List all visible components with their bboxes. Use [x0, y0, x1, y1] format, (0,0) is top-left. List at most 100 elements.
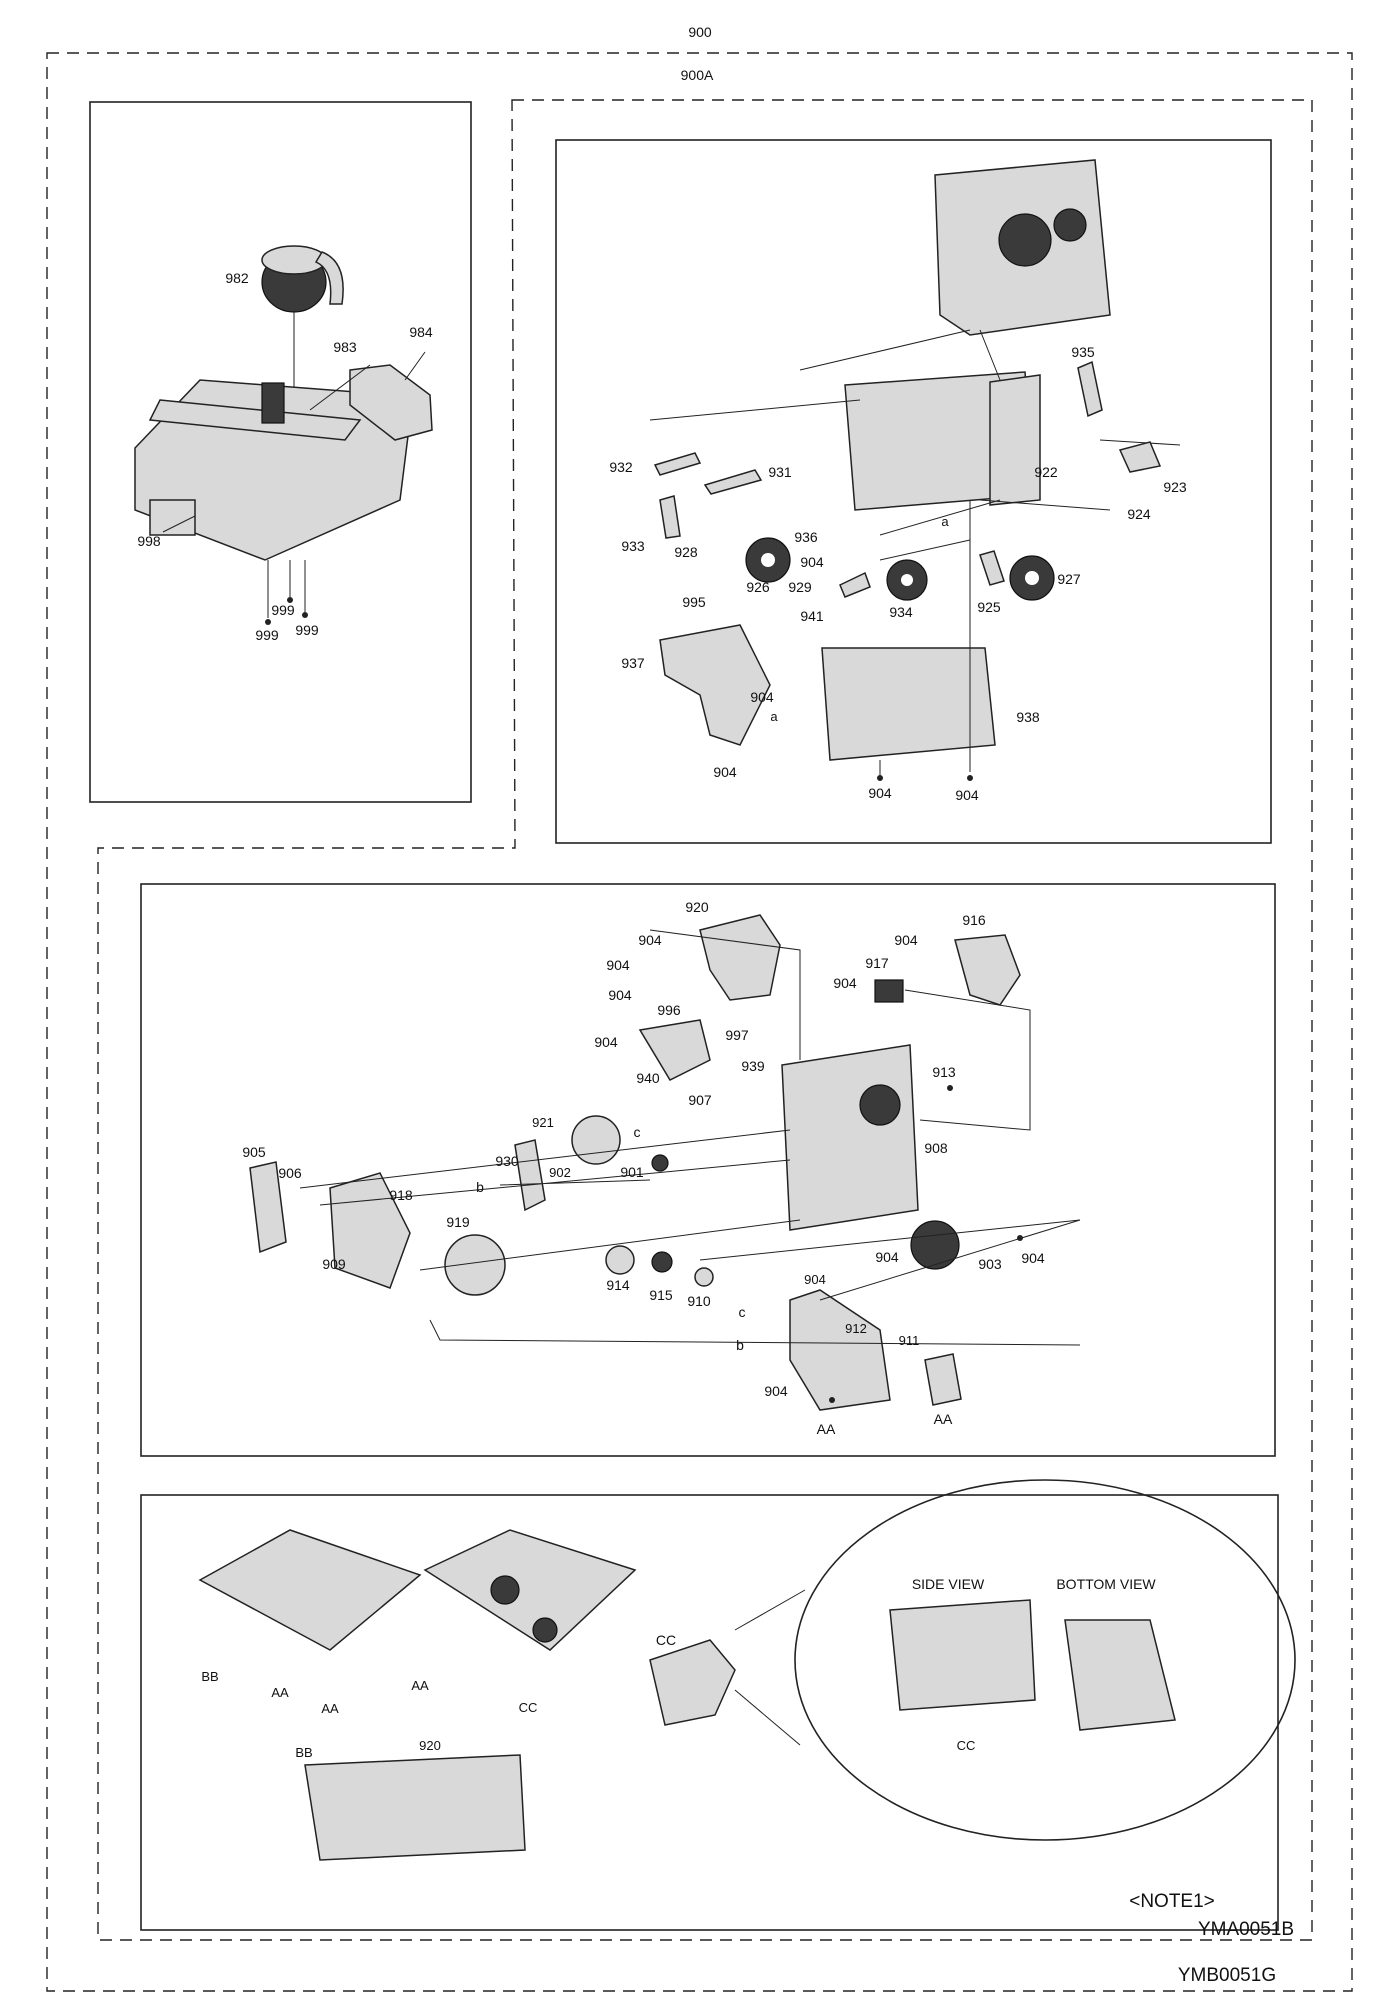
chassis-bottom-view-b	[423, 1529, 637, 1651]
gear-part-915	[694, 1267, 714, 1287]
callout-916: 916	[962, 912, 986, 928]
side-view-detail	[889, 1599, 1036, 1711]
label-side-view: SIDE VIEW	[912, 1576, 985, 1592]
gear-part-934	[886, 559, 928, 601]
holder-part-920	[699, 914, 781, 1001]
screw-marker	[877, 775, 883, 781]
panel-main-chassis	[140, 883, 1276, 1457]
callout-983: 983	[333, 339, 357, 355]
mechanism-unit-part	[934, 159, 1111, 336]
chassis-bottom-view-a	[198, 1529, 422, 1651]
arm-part-913	[638, 1019, 711, 1081]
callout-995: 995	[682, 594, 706, 610]
callout-939: 939	[741, 1058, 765, 1074]
plate-part-912	[789, 1289, 891, 1411]
callout-cc: CC	[957, 1738, 976, 1753]
callout-903: 904	[1021, 1250, 1045, 1266]
callout-923: 923	[1163, 479, 1187, 495]
label-900: 900	[688, 24, 712, 40]
side-frame-view	[304, 1754, 526, 1861]
callout-930: b	[476, 1179, 484, 1195]
screw-marker	[947, 1085, 953, 1091]
callout-929: 929	[788, 579, 812, 595]
callout-904: 904	[713, 764, 737, 780]
arm-part-918	[514, 1139, 546, 1212]
callout-904: 904	[750, 689, 774, 705]
gear-part-927	[1009, 555, 1055, 601]
callout-a: a	[770, 709, 778, 724]
callout-928: 928	[674, 544, 698, 560]
panel-note-views	[140, 1494, 1279, 1931]
callout-909: 914	[606, 1277, 630, 1293]
bracket-part-916	[954, 934, 1021, 1006]
callout-915: 910	[687, 1293, 711, 1309]
callout-904: 904	[638, 932, 662, 948]
callout-982: 982	[225, 270, 249, 286]
screw-marker	[829, 1397, 835, 1403]
callout-998: 998	[137, 533, 161, 549]
callout-935: 935	[1071, 344, 1095, 360]
callout-931: 931	[768, 464, 792, 480]
callout-cc: BB	[295, 1745, 312, 1760]
callout-901: 908	[924, 1140, 948, 1156]
gear-part-908	[444, 1234, 506, 1296]
callout-aa: CC	[519, 1700, 538, 1715]
callout-904: 913	[932, 1064, 956, 1080]
callout-904: 904	[833, 975, 857, 991]
callout-936: 936	[794, 529, 818, 545]
arm-part-931	[703, 469, 763, 495]
labels: 900 900A 982 983 984 998 999 999 999 932…	[137, 24, 1294, 1986]
arm-part-929	[839, 571, 871, 598]
plate-part-937	[659, 624, 771, 746]
loading-frame-part	[844, 371, 1041, 511]
callout-aa: AA	[411, 1678, 429, 1693]
callout-905: 906	[278, 1165, 302, 1181]
callout-aa: 911	[899, 1333, 920, 1348]
callout-927: 927	[1057, 571, 1081, 587]
callout-921: 905	[242, 1144, 266, 1160]
callout-902: 901	[620, 1164, 644, 1180]
callout-904: 904	[608, 987, 632, 1003]
callout-912: 904	[764, 1383, 788, 1399]
doc-code-b: YMB0051G	[1178, 1965, 1276, 1986]
callout-904: AA	[817, 1421, 836, 1437]
callout-941: 941	[800, 608, 824, 624]
callout-a: a	[941, 514, 949, 529]
callout-999: 999	[271, 602, 295, 618]
detail-ellipse	[794, 1479, 1296, 1841]
gear-part-909	[605, 1245, 635, 1275]
screw-marker	[287, 597, 293, 603]
screw-marker	[265, 619, 271, 625]
callout-917: 917	[865, 955, 889, 971]
callout-904: 904	[868, 785, 892, 801]
callout-904: b	[736, 1337, 744, 1353]
arm-part-935	[1077, 360, 1103, 418]
callout-984: 984	[409, 324, 433, 340]
callout-932: 932	[609, 459, 633, 475]
callout-920: CC	[656, 1632, 676, 1648]
callout-aa: AA	[321, 1701, 339, 1716]
callout-926: 926	[746, 579, 770, 595]
callout-914: 915	[649, 1287, 673, 1303]
callout-c: 921	[532, 1115, 554, 1130]
callout-999: 999	[295, 622, 319, 638]
screw-marker	[1017, 1235, 1023, 1241]
doc-code-a: YMA0051B	[1198, 1919, 1294, 1940]
callout-904: c	[739, 1304, 746, 1320]
bracket-part-911	[924, 1353, 962, 1406]
callout-904: 904	[894, 932, 918, 948]
callout-940: 907	[688, 1092, 712, 1108]
callout-918: 930	[495, 1153, 519, 1169]
callout-904: 904	[800, 554, 824, 570]
callout-937: 937	[621, 655, 645, 671]
gear-part-926	[745, 537, 791, 583]
callout-904: 904	[594, 1034, 618, 1050]
gear-part-902	[651, 1154, 669, 1172]
callout-904: 904	[955, 787, 979, 803]
gear-part-907	[571, 1115, 621, 1165]
gear-part-914	[651, 1251, 673, 1273]
callout-925: 925	[977, 599, 1001, 615]
holder-view-920	[649, 1639, 736, 1726]
callout-933: 933	[621, 538, 645, 554]
